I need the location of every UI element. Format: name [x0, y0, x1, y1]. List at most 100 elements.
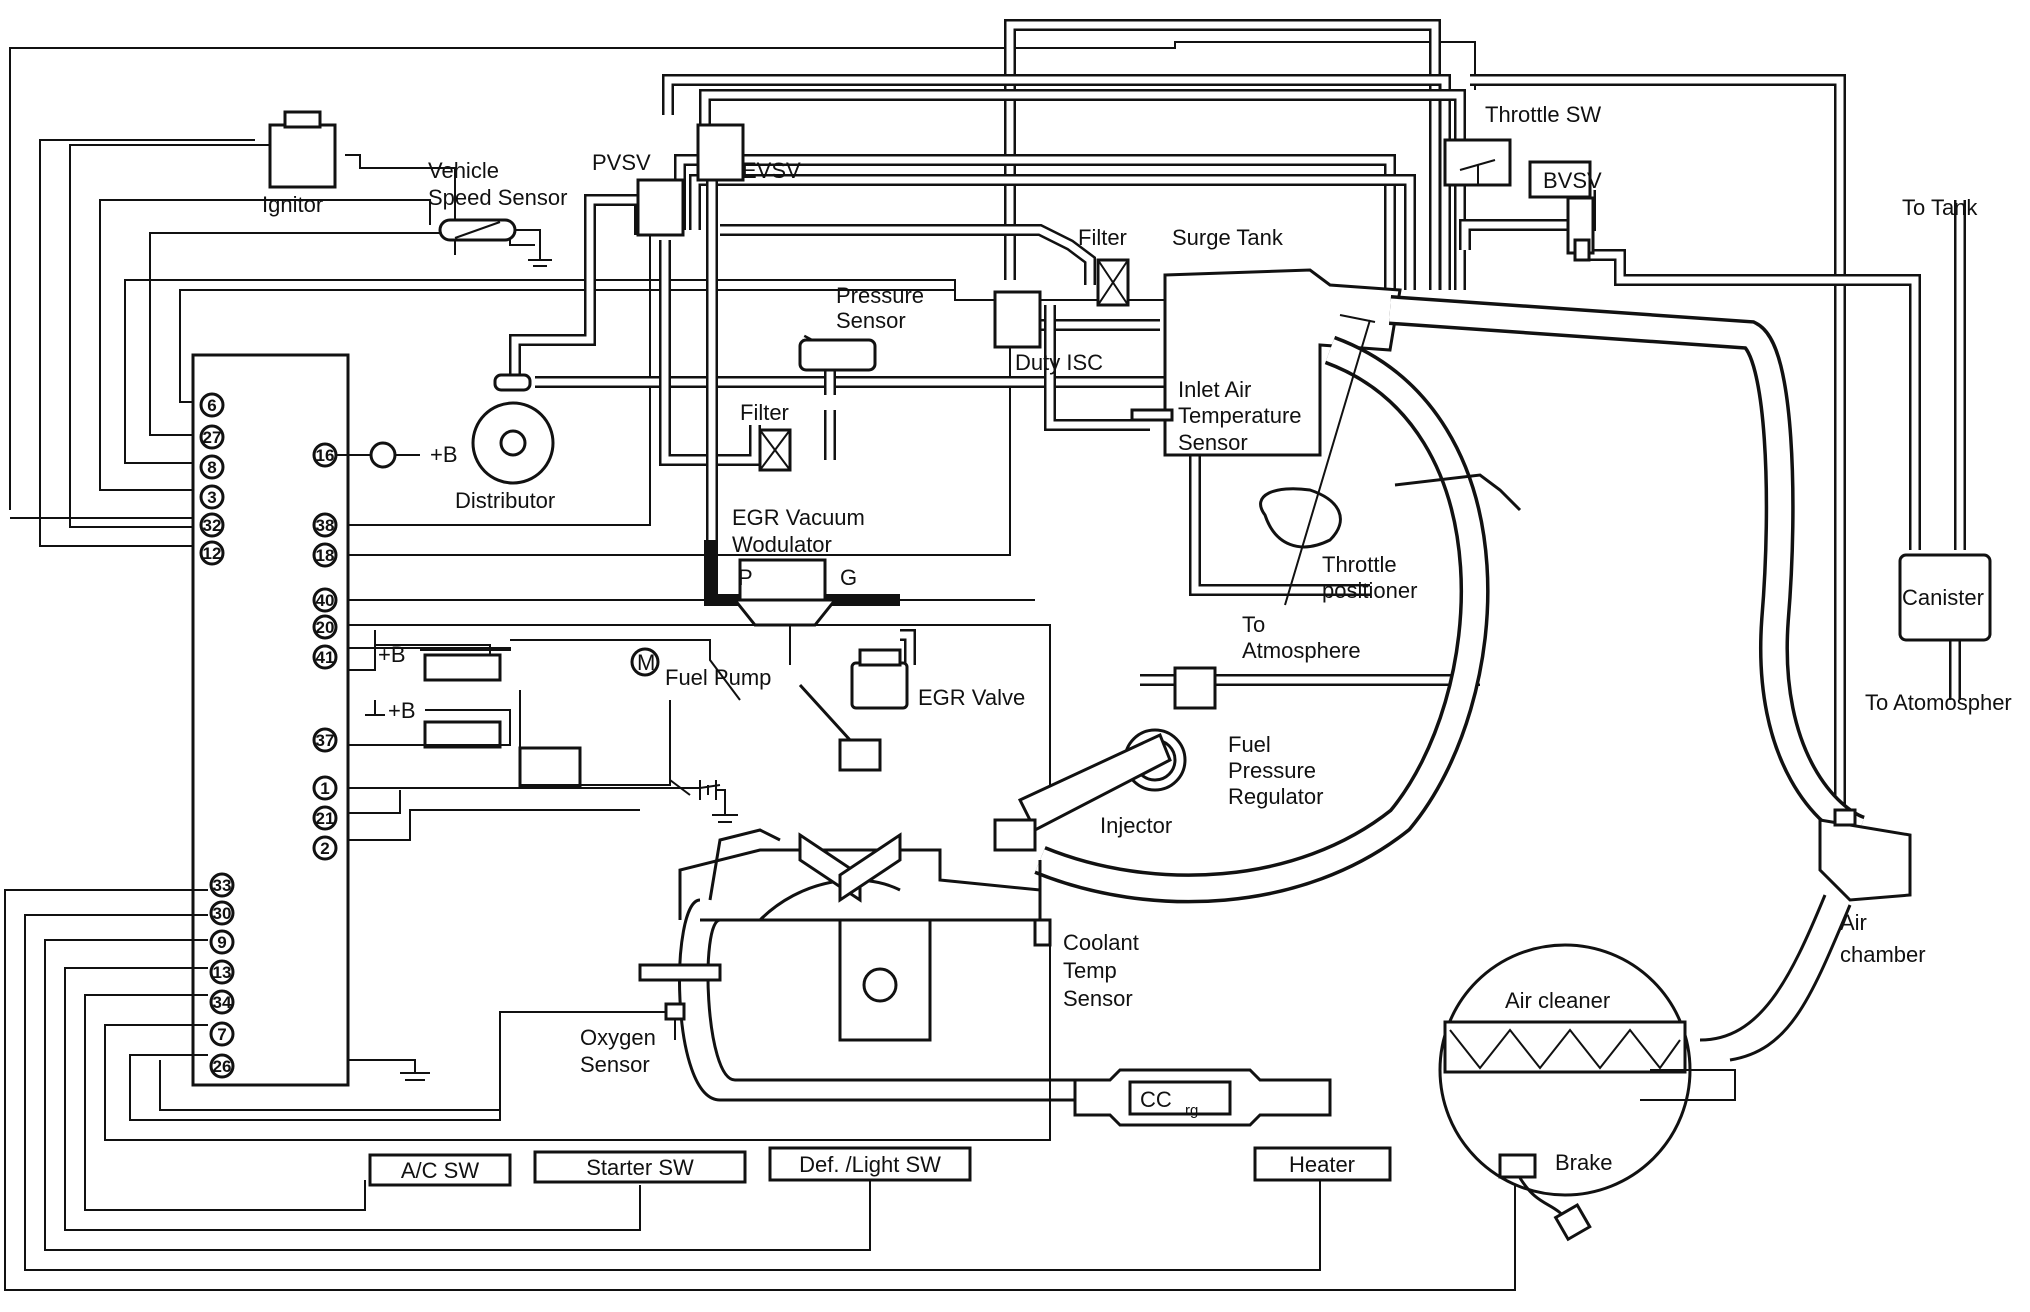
pin-27: 27 — [203, 428, 222, 447]
label-catalyst: CC — [1140, 1087, 1172, 1112]
pin-1: 1 — [320, 779, 329, 798]
pin-26: 26 — [213, 1057, 232, 1076]
label-to-atm-2: Atmosphere — [1242, 638, 1361, 663]
engine-block — [638, 828, 1080, 1102]
label-air-chamber-2: chamber — [1840, 942, 1926, 967]
label-fuel-press-1: Fuel — [1228, 732, 1271, 757]
label-air-cleaner: Air cleaner — [1505, 988, 1610, 1013]
pin-2: 2 — [320, 839, 329, 858]
pin-12: 12 — [203, 544, 222, 563]
label-def-light-sw: Def. /Light SW — [799, 1152, 941, 1177]
label-oxygen-2: Sensor — [580, 1052, 650, 1077]
pin-30: 30 — [213, 904, 232, 923]
filter-middle — [758, 428, 792, 472]
label-catalyst-sub: rg — [1185, 1102, 1198, 1119]
pin-16-connector — [336, 441, 420, 469]
switch-labels: A/C SW Starter SW Def. /Light SW Heater — [401, 1152, 1355, 1183]
pin-34: 34 — [213, 993, 232, 1012]
label-throttle-pos-1: Throttle — [1322, 552, 1397, 577]
duty-isc-valve — [993, 290, 1042, 349]
component-labels: Ignitor Vehicle Speed Sensor PVSV EVSV T… — [262, 102, 2012, 1175]
air-cleaner — [1438, 943, 1736, 1197]
label-inlet-air-2: Temperature — [1178, 403, 1302, 428]
label-plus-b-2: +B — [378, 642, 406, 667]
throttle-positioner — [1259, 319, 1371, 606]
pin-16: 16 — [316, 446, 335, 465]
label-air-chamber-1: Air — [1840, 910, 1867, 935]
pin-21: 21 — [316, 809, 335, 828]
label-vss-2: Speed Sensor — [428, 185, 567, 210]
distributor — [471, 373, 555, 485]
vehicle-speed-sensor — [438, 218, 552, 267]
oxygen-sensor — [664, 1002, 686, 1040]
ecu-pins-left — [199, 392, 235, 1079]
pin-6: 6 — [207, 396, 216, 415]
bvsv-valve — [1528, 160, 1595, 262]
label-injector: Injector — [1100, 813, 1172, 838]
pin-13: 13 — [213, 963, 232, 982]
pin-40: 40 — [316, 591, 335, 610]
label-surge-tank: Surge Tank — [1172, 225, 1284, 250]
pressure-sensor — [798, 338, 877, 372]
label-pvsv: PVSV — [592, 150, 651, 175]
injector — [993, 732, 1172, 852]
surge-tank — [1130, 268, 1402, 457]
label-egr-vac-1: EGR Vacuum — [732, 505, 865, 530]
label-oxygen-1: Oxygen — [580, 1025, 656, 1050]
filter-top — [1096, 258, 1130, 307]
pin-8: 8 — [207, 458, 216, 477]
pin-18: 18 — [316, 546, 335, 565]
label-coolant-3: Sensor — [1063, 986, 1133, 1011]
label-filter-top: Filter — [1078, 225, 1127, 250]
label-inlet-air-3: Sensor — [1178, 430, 1248, 455]
label-evsv: EVSV — [742, 158, 801, 183]
label-throttle-sw: Throttle SW — [1485, 102, 1601, 127]
lower-wiring — [4, 889, 1516, 1291]
label-plus-b-3: +B — [388, 698, 416, 723]
relay-circuit — [348, 630, 741, 841]
pin-numbers: 6 27 8 3 32 12 33 30 9 13 34 7 26 16 38 … — [203, 396, 335, 1076]
ecu-pins-right — [312, 442, 338, 861]
pin-9: 9 — [217, 933, 226, 952]
label-vss-1: Vehicle — [428, 158, 499, 183]
label-fuel-press-2: Pressure — [1228, 758, 1316, 783]
label-egr-vac-2: Wodulator — [732, 532, 832, 557]
pin-33: 33 — [213, 876, 232, 895]
label-distributor: Distributor — [455, 488, 555, 513]
throttle-sw — [1443, 138, 1512, 187]
label-to-atomospher: To Atomospher — [1865, 690, 2012, 715]
upper-wiring — [9, 41, 1476, 790]
pin-37: 37 — [316, 731, 335, 750]
catalytic-converter — [1073, 1068, 1332, 1127]
pin-38: 38 — [316, 516, 335, 535]
label-pressure-1: Pressure — [836, 283, 924, 308]
evsv-valve — [696, 123, 745, 182]
pin-20: 20 — [316, 618, 335, 637]
label-pressure-2: Sensor — [836, 308, 906, 333]
pin-32: 32 — [203, 516, 222, 535]
label-filter-mid: Filter — [740, 400, 789, 425]
label-egr-g: G — [840, 565, 857, 590]
intake-duct — [1034, 295, 1866, 904]
label-to-tank: To Tank — [1902, 195, 1978, 220]
pvsv-valve — [636, 178, 685, 237]
label-brake: Brake — [1555, 1150, 1612, 1175]
label-duty-isc: Duty ISC — [1015, 350, 1103, 375]
label-fuel-press-3: Regulator — [1228, 784, 1323, 809]
egr-vacuum-modulator — [731, 558, 839, 665]
air-chamber — [1699, 808, 1912, 1062]
label-starter-sw: Starter SW — [586, 1155, 694, 1180]
label-bvsv: BVSV — [1543, 168, 1602, 193]
label-plus-b-1: +B — [430, 442, 458, 467]
switch-boxes — [368, 1146, 1392, 1187]
label-egr-p: P — [738, 565, 753, 590]
label-heater: Heater — [1289, 1152, 1355, 1177]
canister — [1898, 553, 1992, 642]
pin-7: 7 — [217, 1025, 226, 1044]
pin-3: 3 — [207, 488, 216, 507]
label-to-atm-1: To — [1242, 612, 1265, 637]
brake-switch — [1498, 1153, 1592, 1242]
pin-41: 41 — [316, 648, 335, 667]
label-throttle-pos-2: positioner — [1322, 578, 1417, 603]
